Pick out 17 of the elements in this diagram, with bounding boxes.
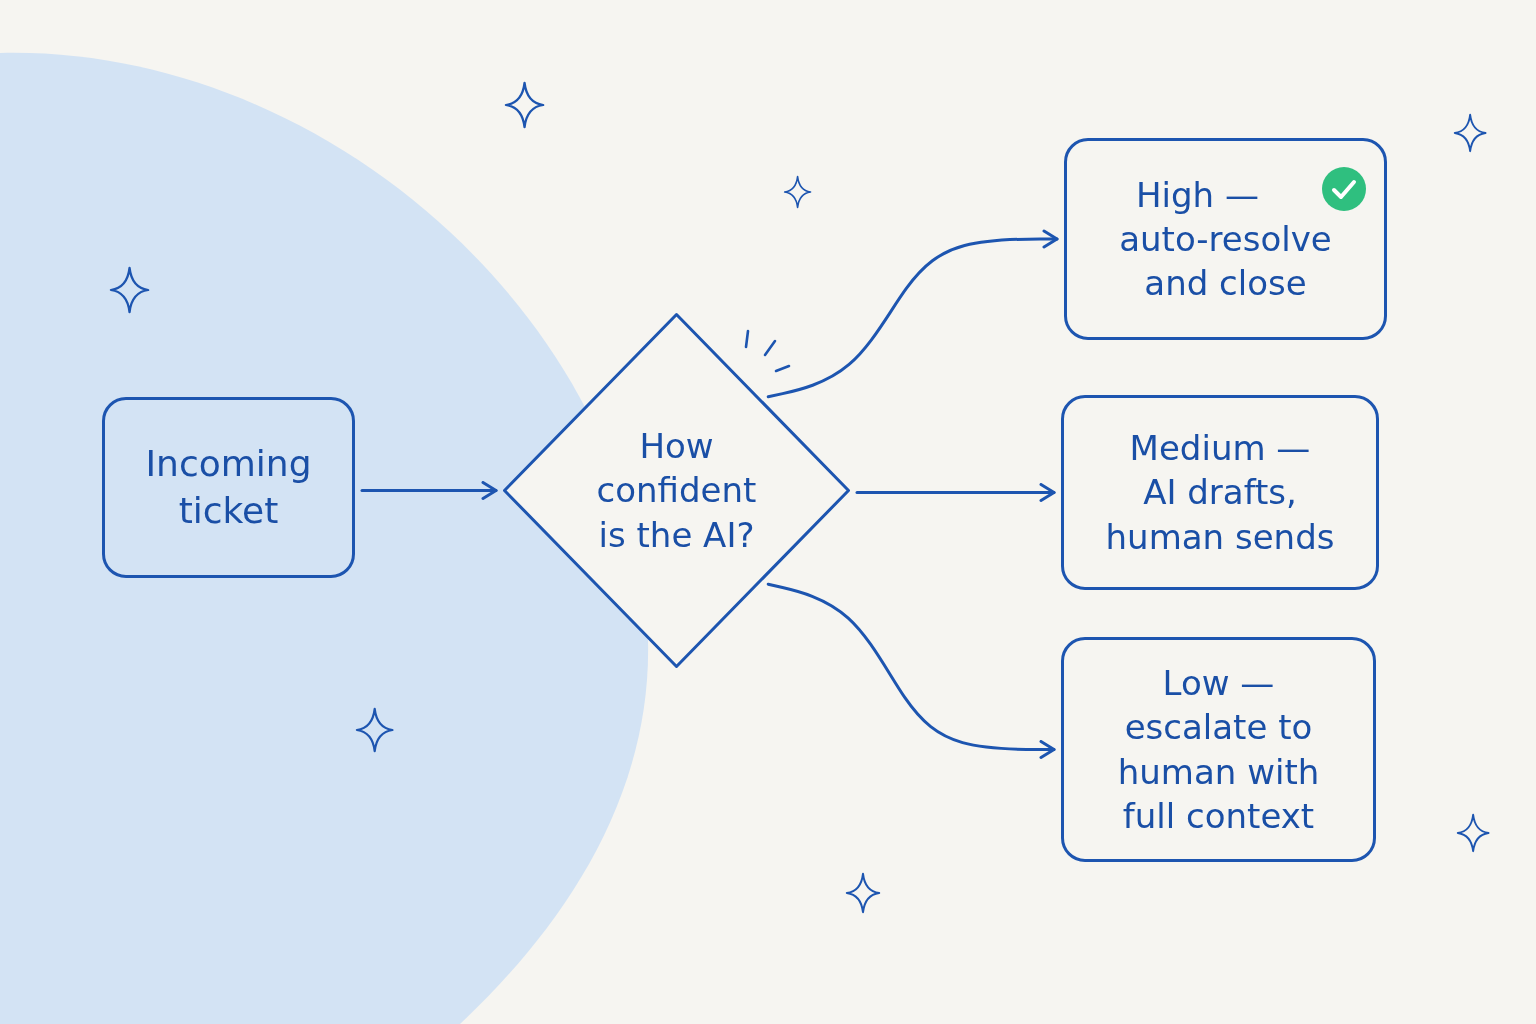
node-text: AI drafts, human sends <box>1104 471 1336 559</box>
process-box <box>1061 395 1379 590</box>
node-text: How confident is the AI? <box>595 425 758 557</box>
node-heading: Low — <box>1162 662 1275 706</box>
process-box <box>102 397 355 578</box>
decision-diamond <box>503 313 850 668</box>
node-heading: High — <box>1136 173 1259 217</box>
arrow <box>766 582 1056 759</box>
node-text: auto-resolve and close <box>1118 217 1333 306</box>
arrow <box>360 481 498 500</box>
node-text: escalate to human with full context <box>1116 706 1321 838</box>
node-text: Incoming ticket <box>144 441 313 533</box>
process-box <box>1064 138 1387 340</box>
arrow <box>855 483 1056 502</box>
node-heading: Medium — <box>1129 427 1311 471</box>
arrow <box>766 229 1059 399</box>
process-box <box>1061 637 1376 862</box>
